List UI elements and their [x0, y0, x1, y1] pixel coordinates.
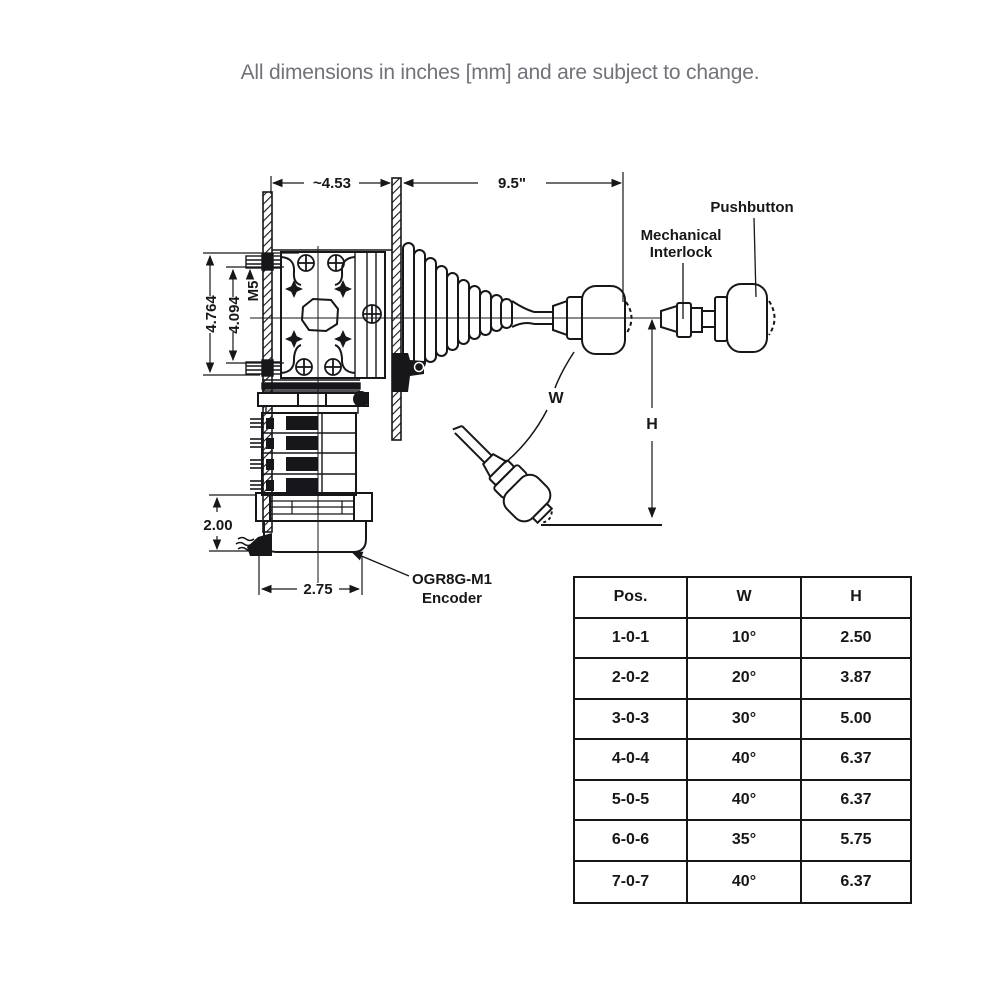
dim-mount-inner: [226, 266, 284, 364]
encoder-leader: [350, 551, 410, 577]
table-cell: 2-0-2: [575, 659, 688, 700]
contact-blocks: [266, 416, 318, 492]
table-cell: 1-0-1: [575, 618, 688, 659]
dim-encoder-height-value: 2.00: [203, 517, 232, 534]
lever-bar: [257, 391, 369, 414]
table-cell: 40°: [688, 861, 802, 902]
dim-encoder-width: [258, 556, 363, 595]
gasket-band: [261, 379, 361, 392]
table-cell: 30°: [688, 699, 802, 740]
tilted-handle: [452, 424, 554, 525]
table-cell: 6.37: [802, 781, 910, 821]
pushbutton-dashed-cap-detail: [768, 300, 776, 336]
dim-handle-reach: [402, 172, 624, 302]
table-header-pos: Pos.: [575, 578, 688, 619]
table-cell: 4-0-4: [575, 740, 688, 781]
table-cell: 5-0-5: [575, 780, 688, 821]
table-cell: 10°: [688, 618, 802, 659]
cable-clamp-foot: [235, 533, 272, 556]
handle-detail-view: [660, 283, 776, 353]
right-panel-wall: [391, 177, 402, 441]
plate-star-marks: [285, 280, 352, 348]
dim-encoder-width-value: 2.75: [303, 581, 332, 598]
dim-handle-reach-value: 9.5": [498, 175, 526, 192]
interlock-label-line2: Interlock: [650, 244, 713, 261]
table-cell: 2.50: [802, 619, 910, 659]
joystick-handle: [552, 285, 633, 355]
table-cell: 35°: [688, 821, 802, 862]
dim-encoder-height: [209, 494, 262, 552]
table-cell: 6.37: [840, 872, 872, 890]
swing-arc: [504, 351, 575, 464]
table-cell: 3-0-3: [575, 699, 688, 740]
mechanical-interlock-part: [660, 304, 678, 334]
table-cell: 40°: [688, 780, 802, 821]
encoder-label-line2: Encoder: [422, 590, 482, 607]
label-leaders: [350, 217, 757, 577]
dimension-note: All dimensions in inches [mm] and are su…: [240, 61, 760, 84]
table-cell: 5.00: [802, 700, 910, 740]
interlock-label-line1: Mechanical: [641, 227, 722, 244]
table-header-h: H: [802, 578, 910, 619]
dim-height: [541, 318, 662, 526]
boot-clamp: [392, 353, 425, 392]
dim-panel-gap-value: ~4.53: [313, 175, 351, 192]
switch-body: [250, 412, 357, 496]
table-cell: 40°: [688, 740, 802, 781]
pushbutton-leader: [753, 217, 757, 298]
table-cell: 6-0-6: [575, 821, 688, 862]
mounting-plate: [272, 249, 392, 379]
dim-panel-gap: [270, 176, 392, 194]
angle-w-label: W: [548, 390, 564, 407]
mounting-stud-bottom: [245, 359, 282, 377]
table-cell: 20°: [688, 659, 802, 700]
table-cell: 3.87: [802, 659, 910, 700]
dim-mount-outer-value: 4.764: [203, 295, 220, 333]
encoder-body: [263, 520, 367, 553]
table-cell: 6.37: [802, 740, 910, 781]
table-header-w: W: [688, 578, 802, 619]
dim-mount-outer: [203, 252, 299, 376]
plate-center-hole: [300, 297, 340, 333]
position-table: Pos. W H 1-0-1 10° 2.50 2-0-2 20° 3.87 3…: [573, 576, 912, 904]
base-flange: [255, 492, 373, 522]
pushbutton-label: Pushbutton: [710, 199, 793, 216]
dim-mount-inner-value: 4.094: [226, 296, 243, 334]
encoder-label-line1: OGR8G-M1: [412, 571, 492, 588]
centerlines: [250, 246, 661, 583]
table-cell: 5.75: [802, 821, 910, 862]
terminal-teeth: [250, 418, 264, 490]
plate-screw-icon: [295, 254, 382, 376]
table-cell: 7-0-7: [575, 861, 688, 902]
dim-thread-value: M5: [245, 281, 262, 302]
bellows-boot: [402, 242, 553, 374]
height-h-label: H: [646, 416, 658, 433]
